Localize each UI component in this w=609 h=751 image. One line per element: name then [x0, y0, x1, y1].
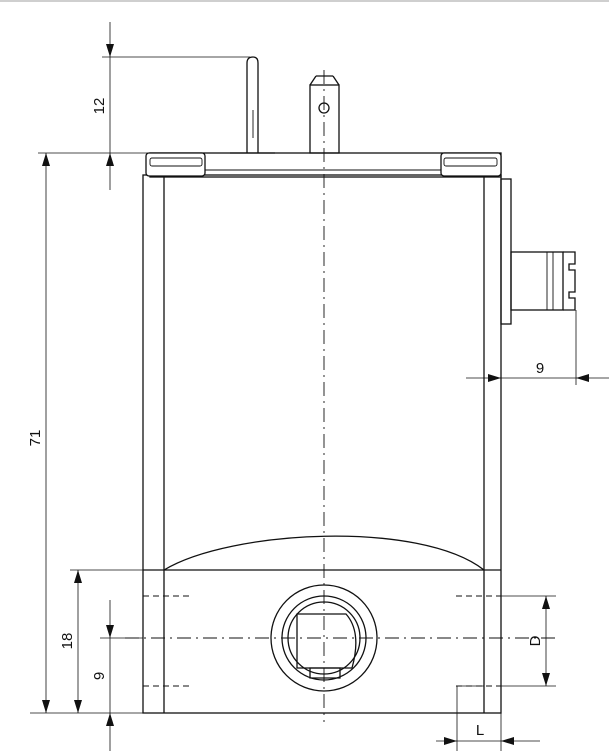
dim-12-arrow-top	[106, 44, 114, 57]
top-cover	[145, 152, 502, 178]
dim-12-arrow-bottom	[106, 153, 114, 166]
cover-right-block	[440, 152, 502, 177]
dim-D-arrow-bottom	[542, 673, 550, 686]
dim-9p-arrow-top	[106, 625, 114, 638]
dimension-9-port: 9	[91, 600, 143, 751]
dome-curve	[163, 535, 485, 571]
center-terminal-chamfer-left	[309, 75, 317, 86]
dimension-18: 18	[59, 569, 143, 713]
cover-left-block	[145, 152, 206, 177]
dim-71-arrow-top	[42, 153, 50, 166]
dim-9p-arrow-bottom	[106, 713, 114, 726]
dim-D-arrow-top	[542, 596, 550, 609]
dimension-L: L	[436, 685, 540, 751]
terminal-blade	[246, 56, 259, 153]
dim-9p-label: 9	[91, 672, 108, 680]
dim-18-arrow-top	[74, 570, 82, 583]
dim-18-label: 18	[59, 633, 76, 650]
dimension-71: 71	[27, 153, 143, 714]
side-connector	[500, 178, 576, 325]
housing	[142, 174, 502, 714]
dim-18-arrow-bottom	[74, 700, 82, 713]
housing-outline	[142, 174, 502, 714]
cover-left-block-inner	[149, 157, 203, 167]
center-terminal-chamfer-right	[332, 75, 340, 86]
dim-L-arrow-right	[501, 737, 514, 745]
center-terminal	[309, 75, 340, 154]
dim-9c-arrow-right	[576, 374, 589, 382]
connector-nut	[563, 251, 576, 311]
dimension-D: D	[501, 595, 556, 687]
dimension-9-connector: 9	[466, 310, 609, 385]
dim-71-arrow-bottom	[42, 700, 50, 713]
port-inner-circle	[287, 601, 361, 675]
port-bore	[296, 613, 357, 669]
dim-9c-label: 9	[536, 360, 544, 377]
dim-L-label: L	[476, 722, 484, 739]
port-bore-bottom	[309, 667, 341, 679]
dimension-12: 12	[38, 22, 250, 190]
connector-housing	[510, 251, 564, 311]
dim-12-label: 12	[91, 98, 108, 115]
connector-plate	[500, 178, 512, 325]
spade-terminal	[230, 56, 275, 154]
cover-right-block-inner	[443, 157, 498, 167]
dim-D-label: D	[527, 635, 544, 646]
dim-9c-arrow-left	[488, 374, 501, 382]
top-border	[0, 0, 609, 2]
center-terminal-body	[309, 84, 340, 154]
dim-71-label: 71	[27, 430, 44, 447]
dim-L-arrow-left	[444, 737, 457, 745]
